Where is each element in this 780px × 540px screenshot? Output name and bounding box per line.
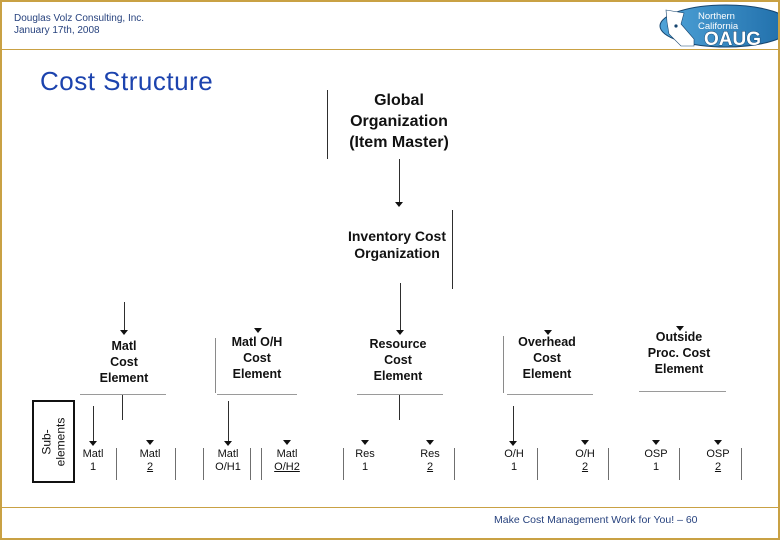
sub-line1: Matl [217, 448, 239, 460]
arrowhead-icon [676, 326, 684, 331]
arrowhead-icon [283, 440, 291, 445]
arrowhead-icon [361, 440, 369, 445]
arrowhead-icon [396, 330, 404, 335]
separator-line [741, 448, 742, 480]
sub-line1: Matl [276, 448, 298, 460]
arrowhead-icon [395, 202, 403, 207]
footer-text: Make Cost Management Work for You! – 60 [494, 514, 698, 526]
separator-line [454, 448, 455, 480]
node-outside-proc-cost-element: Outside Proc. Cost Element [647, 330, 711, 376]
arrowhead-icon [224, 441, 232, 446]
underline-rule [507, 394, 593, 395]
california-dot-icon [674, 24, 678, 28]
underline-rule [639, 391, 726, 392]
oaug-logo: Northern California OAUG [659, 4, 778, 49]
connector-line [122, 395, 123, 420]
arrowhead-icon [581, 440, 589, 445]
arrowhead-icon [426, 440, 434, 445]
arrowhead-icon [509, 441, 517, 446]
logo-org-name: OAUG [704, 29, 761, 49]
connector-line [400, 283, 401, 331]
arrowhead-icon [714, 440, 722, 445]
logo-region-line2: California [698, 21, 739, 32]
node-matl-cost-element: Matl Cost Element [99, 339, 149, 385]
separator-line [343, 448, 344, 480]
sub-line2: 2 [146, 461, 154, 473]
logo-region-line1: Northern [698, 11, 735, 22]
connector-line [399, 395, 400, 420]
separator-line [175, 448, 176, 480]
sub-line2: O/H2 [274, 461, 300, 473]
connector-line [124, 302, 125, 331]
sub-line1: O/H [504, 448, 524, 460]
underline-rule [357, 394, 443, 395]
sub-line2: 2 [714, 461, 722, 473]
arrowhead-icon [89, 441, 97, 446]
node-overhead-cost-element: Overhead Cost Element [518, 335, 576, 381]
sub-line1: Res [355, 448, 375, 460]
separator-line [537, 448, 538, 480]
separator-line [608, 448, 609, 480]
sub-line2: 2 [581, 461, 589, 473]
separator-line [261, 448, 262, 480]
sub-line2: 1 [361, 461, 369, 473]
underline-rule [217, 394, 297, 395]
sub-line2: 1 [510, 461, 518, 473]
sub-line2: O/H1 [215, 461, 241, 473]
sub-line1: Matl [82, 448, 104, 460]
arrowhead-icon [146, 440, 154, 445]
sub-line1: OSP [706, 448, 730, 460]
footer-divider-rule [2, 507, 778, 508]
sub-line1: Res [420, 448, 440, 460]
header-company: Douglas Volz Consulting, Inc. [14, 13, 145, 24]
sub-line1: Matl [139, 448, 161, 460]
sub-line1: O/H [575, 448, 595, 460]
separator-line [116, 448, 117, 480]
sub-line2: 1 [89, 461, 97, 473]
node-inventory-cost-organization: Inventory Cost Organization [347, 228, 446, 261]
underline-rule [80, 394, 166, 395]
connector-line [399, 159, 400, 203]
separator-line [679, 448, 680, 480]
sub-line2: 2 [426, 461, 434, 473]
arrowhead-icon [254, 328, 262, 333]
connector-line [215, 338, 216, 393]
arrowhead-icon [652, 440, 660, 445]
separator-line [203, 448, 204, 480]
connector-line [513, 406, 514, 442]
connector-line [503, 336, 504, 393]
separator-line [250, 448, 251, 480]
header-date: January 17th, 2008 [14, 25, 100, 36]
sub-elements-box: Sub- elements [32, 400, 75, 483]
page-title: Cost Structure [40, 66, 214, 96]
connector-line [228, 401, 229, 442]
connector-line [327, 90, 328, 159]
arrowhead-icon [120, 330, 128, 335]
node-matl-oh-cost-element: Matl O/H Cost Element [231, 335, 283, 381]
california-shape-icon [665, 9, 695, 47]
arrowhead-icon [544, 330, 552, 335]
node-resource-cost-element: Resource Cost Element [369, 337, 427, 383]
header-company-date: Douglas Volz Consulting, Inc.January 17t… [14, 13, 144, 37]
sub-line1: OSP [644, 448, 668, 460]
connector-line [93, 406, 94, 442]
sub-line2: 1 [652, 461, 660, 473]
node-global-organization: Global Organization (Item Master) [349, 92, 449, 151]
connector-line [452, 210, 453, 289]
header-divider-rule [2, 49, 778, 50]
